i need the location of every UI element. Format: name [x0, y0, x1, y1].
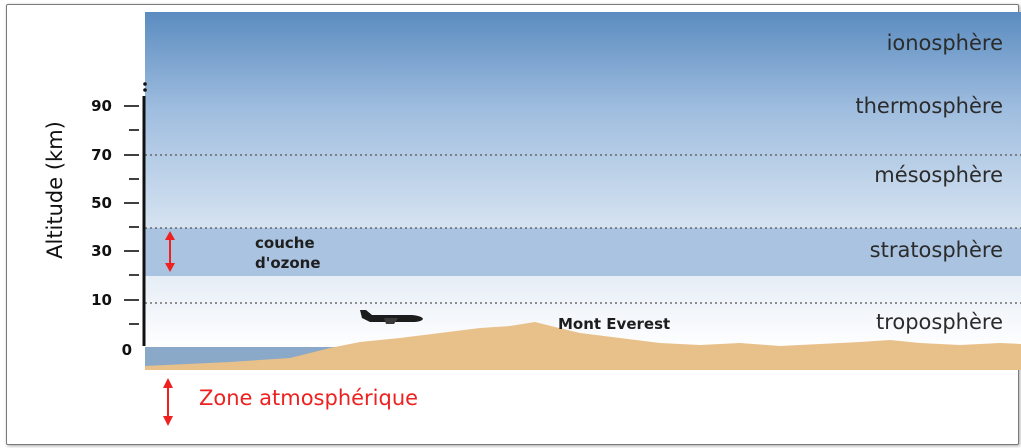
- axis-top-dot: [143, 88, 147, 92]
- tick-label-0: 0: [121, 341, 132, 359]
- troposphere-label: troposphère: [875, 310, 1003, 334]
- everest-label: Mont Everest: [558, 315, 671, 333]
- airplane-icon: [360, 310, 423, 324]
- stratosphere-label: stratosphère: [869, 238, 1003, 262]
- mesosphere-label: mésosphère: [874, 163, 1003, 187]
- tick-label-50: 50: [91, 194, 112, 212]
- tick-label-30: 30: [91, 242, 112, 260]
- ozone-label-line1: couche: [255, 234, 315, 252]
- axis-top-dot: [143, 82, 147, 86]
- y-axis-title: Altitude (km): [43, 121, 67, 259]
- ozone-arrow: [165, 231, 175, 272]
- ozone-band: [145, 228, 1021, 276]
- tick-label-90: 90: [91, 97, 112, 115]
- upper-atmosphere: [145, 12, 1021, 228]
- zone-atmospherique-label: Zone atmosphérique: [199, 386, 419, 410]
- ozone-label-line2: d'ozone: [255, 254, 321, 272]
- mountain-profile: [145, 322, 1021, 370]
- ionosphere-label: ionosphère: [886, 31, 1003, 55]
- tick-marks: [124, 105, 139, 325]
- ozone-layer-label: couche d'ozone: [255, 233, 321, 273]
- thermosphere-label: thermosphère: [855, 94, 1003, 118]
- tick-label-10: 10: [91, 291, 112, 309]
- zone-arrow: [163, 378, 173, 426]
- tick-label-70: 70: [91, 146, 112, 164]
